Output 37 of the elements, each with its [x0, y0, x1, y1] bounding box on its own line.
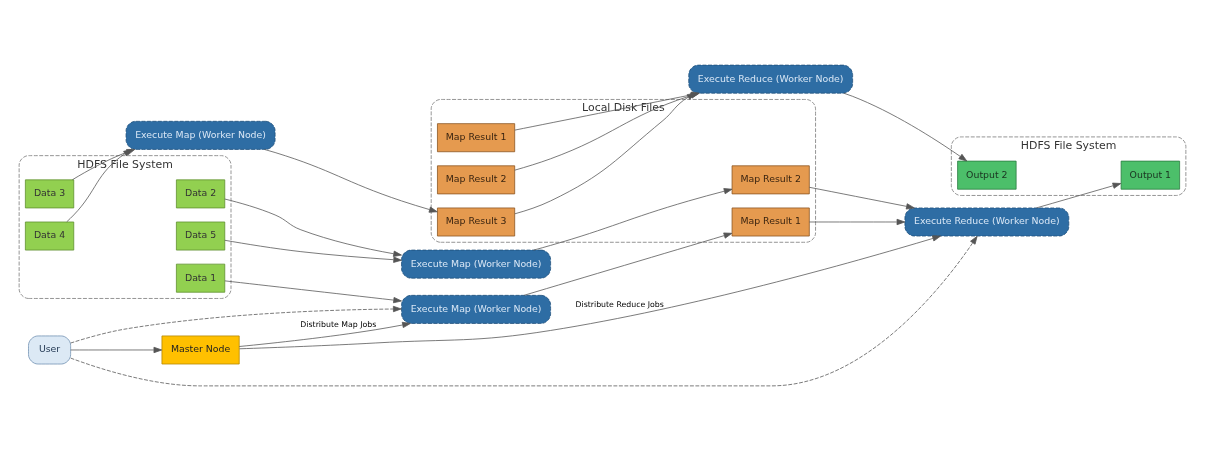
- edge-label: Distribute Reduce Jobs: [575, 299, 664, 309]
- node-box: Data 2: [176, 178, 226, 208]
- arrow: [264, 148, 438, 213]
- arrow: [808, 218, 906, 225]
- arrow: [843, 92, 968, 161]
- arrow: [224, 279, 402, 303]
- arrow: [66, 148, 132, 222]
- arrow: [70, 346, 163, 353]
- node-box: Master Node: [161, 335, 240, 364]
- edge-label: Distribute Map Jobs: [300, 319, 377, 329]
- node-box: Execute Map (Worker Node): [125, 120, 276, 150]
- node-box: Data 1: [176, 263, 226, 293]
- arrow: [224, 198, 402, 257]
- arrow: [224, 239, 402, 263]
- arrow: [523, 232, 733, 296]
- arrow: [238, 321, 411, 347]
- arrow: [70, 305, 402, 343]
- node-box: Map Result 1: [731, 207, 810, 236]
- node-box: Execute Map (Worker Node): [401, 294, 551, 324]
- node-box: User: [28, 335, 72, 364]
- node-box: Execute Reduce (Worker Node): [688, 64, 853, 94]
- arrow: [808, 186, 915, 209]
- node-box: Execute Reduce (Worker Node): [904, 207, 1070, 236]
- node-box: Output 1: [1120, 160, 1181, 190]
- arrow: [70, 235, 978, 386]
- node-box: Data 4: [25, 221, 75, 250]
- node-box: Map Result 2: [731, 164, 810, 194]
- node-box: Execute Map (Worker Node): [401, 249, 551, 279]
- arrow: [1036, 182, 1122, 208]
- node-box: Map Result 1: [437, 122, 516, 152]
- node-box: Map Result 3: [437, 207, 516, 236]
- arrow: [239, 234, 941, 349]
- node-box: Output 2: [957, 160, 1017, 190]
- node-box: Map Result 2: [437, 164, 516, 194]
- node-box: Data 3: [25, 178, 75, 208]
- arrow: [533, 187, 733, 250]
- node-box: Data 5: [176, 221, 226, 250]
